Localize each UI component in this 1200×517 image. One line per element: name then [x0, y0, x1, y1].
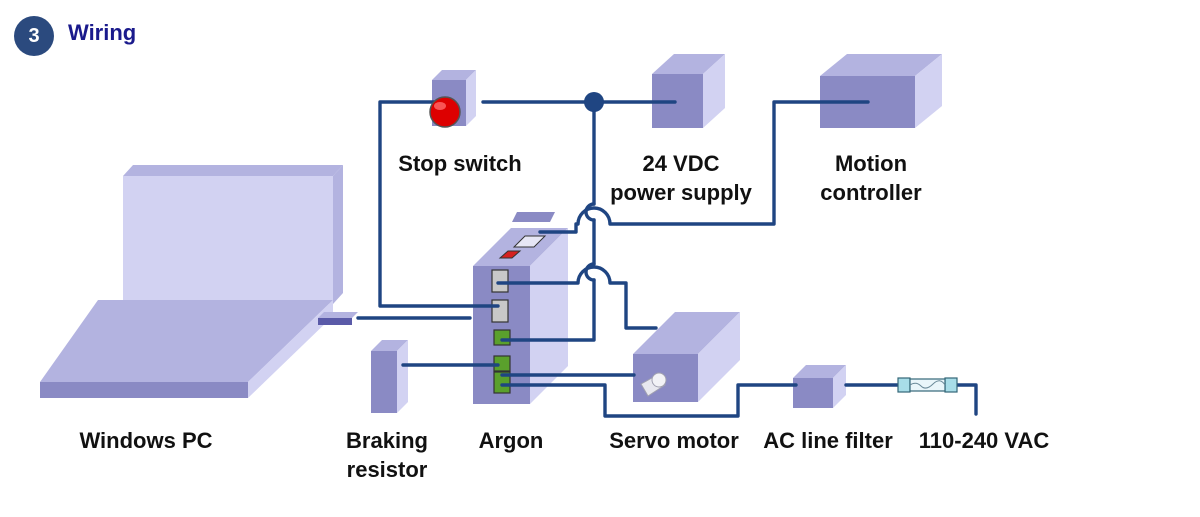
motion-controller-icon	[820, 54, 942, 128]
wire-argon-to-motor-signal	[496, 265, 658, 330]
label-stop-switch: Stop switch	[398, 151, 522, 176]
label-vac: 110-240 VAC	[918, 428, 1050, 453]
label-windows-pc: Windows PC	[79, 428, 213, 453]
fuse-icon	[897, 377, 958, 393]
label-servo-motor: Servo motor	[609, 428, 739, 453]
label-ac-line-filter: AC line filter	[763, 428, 893, 453]
wiring	[356, 100, 978, 418]
port-gray-1	[491, 269, 509, 293]
label-argon: Argon	[478, 428, 544, 453]
servo-motor-icon	[633, 312, 740, 402]
label-power-supply: 24 VDC power supply	[610, 151, 752, 205]
wire-controller	[538, 100, 870, 234]
wire-stop-switch-loop	[378, 100, 500, 308]
wire-supply-hop-2	[584, 262, 596, 282]
wire-fuse-to-vac	[955, 383, 978, 416]
label-braking-resistor: Braking resistor	[346, 428, 428, 482]
wire-junction-dot	[584, 92, 604, 112]
braking-resistor-icon	[371, 340, 408, 413]
step-number-badge: 3	[14, 16, 54, 56]
ac-line-filter-icon	[793, 365, 846, 408]
wire-supply-to-argon	[500, 278, 596, 342]
port-gray-2	[491, 299, 509, 323]
usb-connector	[318, 312, 358, 325]
label-motion-controller: Motion controller	[820, 151, 922, 205]
stop-button-icon	[429, 96, 461, 128]
port-green-1	[493, 329, 511, 346]
wire-argon-to-filter	[500, 383, 798, 418]
port-green-3	[493, 371, 511, 394]
section-title: Wiring	[68, 20, 137, 45]
power-supply-icon	[652, 54, 725, 128]
windows-pc-icon	[40, 165, 343, 398]
